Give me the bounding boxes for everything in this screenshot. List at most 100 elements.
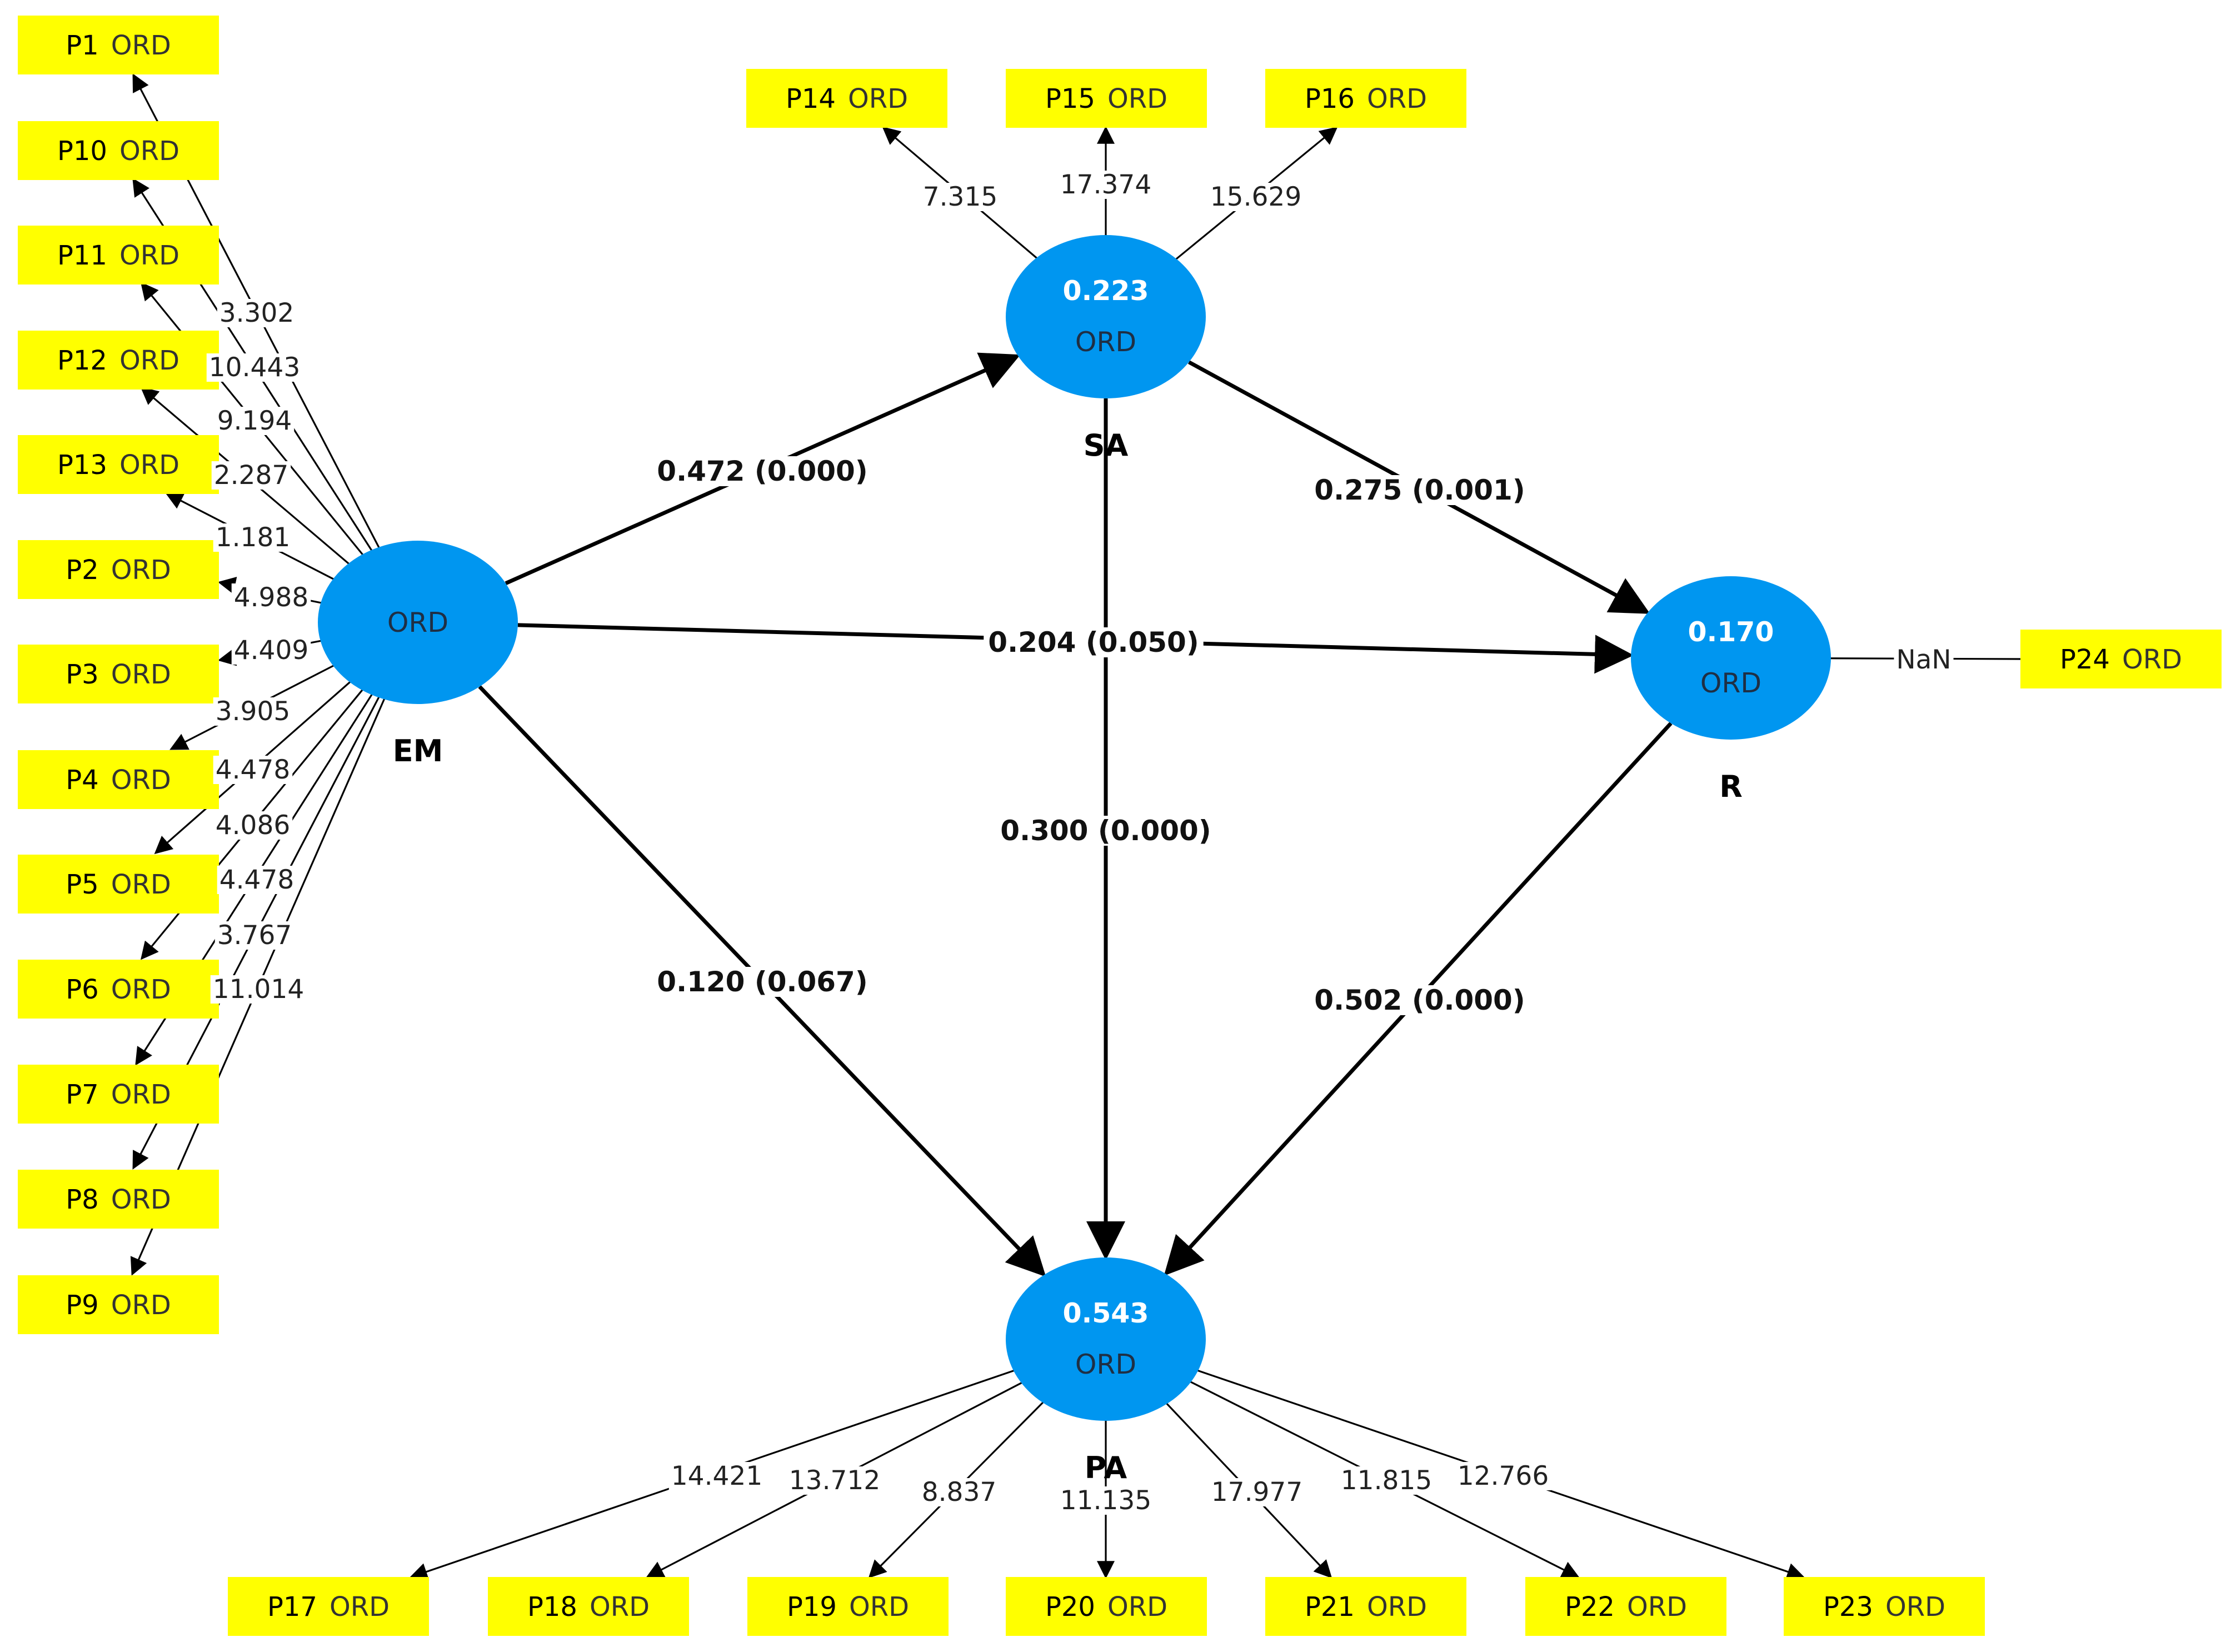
construct-name: SA [1084,428,1129,463]
weight-label-bg [1057,1486,1154,1515]
indicator-box [18,121,219,180]
indicator-box [18,540,219,599]
weight-label-p13: 1.181 [216,522,291,553]
weight-label-p9: 11.014 [213,974,304,1005]
weight-label-p5: 4.478 [216,755,291,785]
weight-label-bg [217,866,297,894]
weight-label-bg [213,523,293,552]
construct-name: R [1719,769,1743,804]
weight-label-bg [213,756,293,784]
path-label-bg [652,456,872,486]
weight-label-p15: 17.374 [1060,169,1151,200]
construct-name: EM [393,733,443,768]
weight-label-bg [214,407,295,435]
construct-sub-label: ORD [387,607,448,638]
indicator-box [1784,1577,1985,1636]
path-coefficient-em-r: 0.204 (0.050) [988,626,1199,658]
weight-label-p16: 15.629 [1210,182,1301,212]
weight-label-p17: 14.421 [671,1461,762,1491]
indicator-box [228,1577,429,1636]
path-coefficient-r-pa: 0.502 (0.000) [1314,984,1525,1016]
construct-ellipse [1631,576,1831,740]
indicator-box [488,1577,689,1636]
weight-label-bg [1338,1466,1435,1495]
weight-label-bg [206,353,303,382]
weight-label-bg [213,811,293,840]
indicator-box [18,435,219,494]
weight-label-p6: 4.086 [216,810,291,841]
indicator-box [747,1577,949,1636]
construct-sub-label: ORD [1075,1349,1136,1380]
indicator-box [18,331,219,390]
weight-label-bg [231,583,311,612]
weight-label-bg [1894,646,1954,674]
weight-label-bg [211,461,291,490]
path-label-bg [1310,985,1530,1015]
construct-ellipse [1006,235,1206,398]
indicator-box [1006,1577,1207,1636]
weight-label-bg [920,183,1000,211]
weight-label-bg [919,1478,999,1506]
indicator-box [18,16,219,74]
indicator-box [18,750,219,809]
construct-sub-label: ORD [1700,667,1761,699]
weight-label-p23: 12.766 [1458,1461,1549,1491]
weight-label-p8: 3.767 [217,920,292,951]
weight-label-p18: 13.712 [789,1465,880,1496]
weight-label-bg [786,1466,883,1495]
weight-label-p10: 10.443 [209,352,300,383]
path-label-bg [652,967,872,997]
weight-label-bg [213,697,293,726]
construct-sub-label: ORD [1075,326,1136,358]
construct-em[interactable]: ORD [318,541,518,704]
indicator-box [18,1275,219,1334]
indicator-box [18,1170,219,1229]
